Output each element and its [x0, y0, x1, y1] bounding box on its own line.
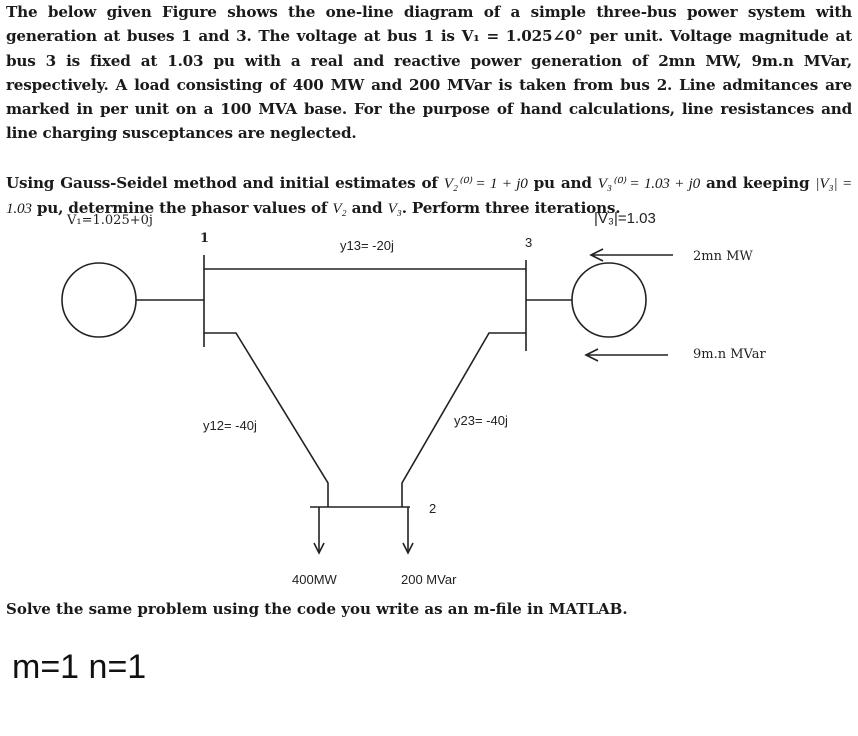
- load-q-label: 200 MVar: [401, 572, 457, 587]
- generator-1: [61, 262, 137, 338]
- matlab-instruction: Solve the same problem using the code yo…: [6, 600, 628, 618]
- v1-label: V₁=1.025+0j: [67, 213, 153, 228]
- problem-paragraph-1: The below given Figure shows the one-lin…: [6, 3, 852, 143]
- text: and keeping: [700, 174, 810, 192]
- v3-label: |V₃|=1.03: [594, 210, 656, 227]
- v2-initial-estimate: V₂⁽⁰⁾ = 1 + j0: [443, 175, 528, 192]
- v3-magnitude: |V₃| = 1.03: [6, 175, 852, 218]
- load-arrow-q: [402, 507, 414, 555]
- bus-3-label: 3: [525, 235, 533, 250]
- line-1-2: [204, 332, 329, 507]
- v2-symbol: V₂: [332, 200, 347, 218]
- generator-3: [571, 262, 647, 338]
- text: pu, determine the phasor values of: [31, 199, 333, 218]
- text: Using Gauss-Seidel method and initial es…: [6, 174, 444, 192]
- y13-label: y13= -20j: [340, 238, 394, 253]
- y12-label: y12= -40j: [203, 418, 257, 433]
- load-p-label: 400MW: [292, 572, 337, 587]
- bus-1-label: 1: [200, 231, 210, 246]
- problem-paragraph-2: Using Gauss-Seidel method and initial es…: [6, 171, 852, 222]
- line-2-3: [401, 332, 526, 507]
- gen3-p-arrow: [589, 248, 673, 262]
- y23-label: y23= -40j: [454, 413, 508, 428]
- bus-2-label: 2: [429, 501, 437, 516]
- v3-symbol: V₃: [387, 200, 402, 218]
- parameter-values: m=1 n=1: [12, 648, 147, 686]
- gen3-p-label: 2mn MW: [693, 249, 753, 264]
- load-arrow-p: [313, 507, 325, 555]
- v3-initial-estimate: V₃⁽⁰⁾ = 1.03 + j0: [597, 175, 701, 192]
- gen3-q-arrow: [584, 348, 668, 362]
- text: and: [346, 199, 388, 218]
- text: . Perform three iterations.: [401, 199, 621, 218]
- text: pu and: [527, 174, 598, 192]
- gen3-q-label: 9m.n MVar: [693, 347, 766, 362]
